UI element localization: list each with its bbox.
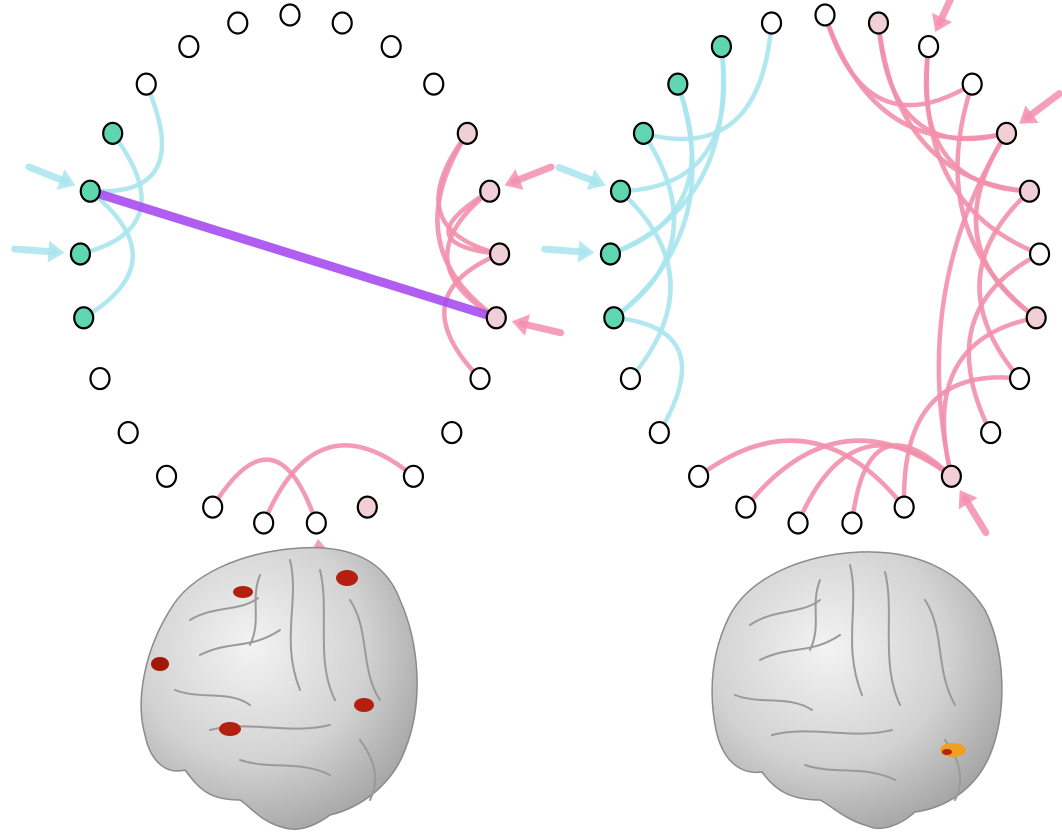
region-node-plain [1010, 368, 1029, 389]
region-node-pink [1027, 307, 1046, 328]
region-node-cyan [668, 74, 687, 95]
left-connectome-panel [15, 5, 561, 589]
connection-link [699, 441, 905, 507]
connection-link [979, 191, 1029, 378]
region-node-plain [307, 512, 326, 533]
activation-blob [942, 749, 952, 755]
region-node-cyan [604, 307, 623, 328]
right-brain-render [712, 552, 1002, 828]
connection-link [944, 318, 1036, 477]
activation-blob [219, 722, 241, 736]
region-node-plain [816, 5, 835, 26]
region-node-cyan [71, 243, 90, 264]
region-node-cyan [103, 123, 122, 144]
region-node-cyan [611, 181, 630, 202]
region-node-plain [254, 512, 273, 533]
long-range-link [90, 191, 496, 318]
connection-link [84, 191, 133, 318]
region-node-plain [157, 466, 176, 487]
region-node-plain [203, 497, 222, 518]
right-activations [940, 743, 966, 757]
pointer-arrow-icon [1027, 94, 1059, 118]
region-node-plain [119, 422, 138, 443]
left-nodes [71, 5, 509, 534]
left-brain-render [141, 548, 417, 830]
region-node-pink [869, 13, 888, 34]
region-node-plain [1030, 243, 1049, 264]
activation-blob [151, 657, 169, 671]
connection-link [904, 377, 1020, 507]
region-node-cyan [601, 243, 620, 264]
region-node-plain [621, 368, 640, 389]
region-node-plain [842, 512, 861, 533]
region-node-plain [442, 422, 461, 443]
region-node-pink [487, 307, 506, 328]
arrowhead-icon [512, 314, 530, 335]
pointer-arrow-icon [545, 249, 585, 252]
region-node-plain [650, 422, 669, 443]
connection-link [643, 23, 771, 139]
left-links [80, 84, 499, 523]
region-node-pink [1020, 181, 1039, 202]
region-node-pink [942, 466, 961, 487]
region-node-plain [689, 466, 708, 487]
connection-link [976, 133, 1036, 317]
region-node-plain [179, 36, 198, 57]
region-node-plain [789, 512, 808, 533]
region-node-pink [480, 181, 499, 202]
region-node-plain [90, 368, 109, 389]
region-node-plain [471, 368, 490, 389]
region-node-cyan [74, 307, 93, 328]
connection-link [621, 191, 671, 378]
region-node-plain [333, 13, 352, 34]
activation-blob [336, 570, 358, 586]
region-node-cyan [81, 181, 100, 202]
connection-link [90, 84, 162, 191]
right-connectome-panel [545, 0, 1060, 533]
connection-link [825, 15, 972, 105]
region-node-plain [736, 497, 755, 518]
arrowhead-icon [578, 241, 595, 263]
region-node-plain [281, 5, 300, 26]
arrowhead-icon [48, 241, 65, 263]
region-node-pink [490, 243, 509, 264]
brain-hemisphere [141, 548, 417, 830]
region-node-plain [919, 36, 938, 57]
region-node-pink [358, 497, 377, 518]
region-node-plain [963, 74, 982, 95]
region-node-pink [458, 123, 477, 144]
activation-blob [354, 698, 374, 712]
connection-link [926, 47, 1029, 192]
region-node-plain [404, 466, 423, 487]
region-node-plain [137, 74, 156, 95]
region-node-pink [997, 123, 1016, 144]
connection-link [264, 445, 414, 523]
region-node-plain [895, 497, 914, 518]
activation-blob [233, 586, 253, 598]
connection-link [621, 47, 724, 192]
region-node-plain [762, 13, 781, 34]
region-node-cyan [712, 36, 731, 57]
region-node-plain [424, 74, 443, 95]
region-node-plain [382, 36, 401, 57]
region-node-plain [228, 13, 247, 34]
region-node-cyan [634, 123, 653, 144]
region-node-plain [981, 422, 1000, 443]
